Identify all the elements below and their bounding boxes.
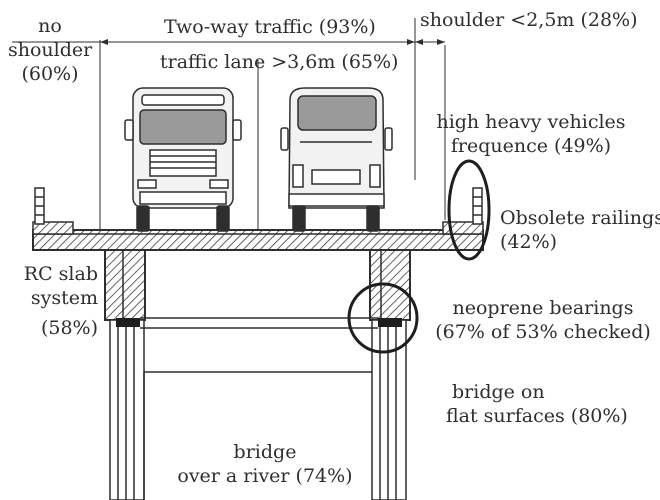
bearing-highlight-circle bbox=[347, 282, 419, 354]
label-rc-slab-line1: RC slab bbox=[23, 263, 98, 285]
label-traffic-lane: traffic lane >3,6m (65%) bbox=[160, 51, 399, 73]
label-heavy-vehicles-line2: frequence (49%) bbox=[450, 135, 612, 157]
label-no-shoulder-line2: shoulder bbox=[8, 39, 93, 61]
label-obsolete-railings: Obsolete railings (42%) bbox=[500, 206, 660, 254]
column-left bbox=[109, 319, 145, 500]
pier-inner-lines bbox=[122, 250, 382, 320]
dimension-ticks bbox=[100, 39, 445, 45]
bearing-right bbox=[378, 318, 402, 327]
label-heavy-vehicles-line1: high heavy vehicles bbox=[436, 111, 626, 133]
railing-left bbox=[34, 187, 45, 225]
label-obsolete-railings-line2: (42%) bbox=[500, 231, 558, 253]
curb-left bbox=[32, 221, 74, 235]
label-shoulder-width: shoulder <2,5m (28%) bbox=[420, 9, 638, 31]
railing-right bbox=[472, 187, 483, 225]
label-no-shoulder-line1: no bbox=[38, 15, 62, 37]
label-neoprene-bearings-line2: (67% of 53% checked) bbox=[435, 321, 651, 343]
label-obsolete-railings-line1: Obsolete railings bbox=[500, 207, 660, 229]
curb-right bbox=[442, 221, 484, 235]
pier-cap-left bbox=[104, 249, 146, 321]
label-river-line1: bridge bbox=[233, 441, 297, 463]
truck-front-icon bbox=[124, 87, 242, 232]
label-no-shoulder-line3: (60%) bbox=[21, 63, 79, 85]
label-neoprene-bearings-line1: neoprene bearings bbox=[452, 297, 634, 319]
label-no-shoulder: no shoulder (60%) bbox=[8, 14, 92, 86]
deck-slab bbox=[32, 229, 484, 251]
bearing-left bbox=[116, 318, 140, 327]
label-rc-slab-line3: (58%) bbox=[40, 317, 98, 339]
label-river-line2: over a river (74%) bbox=[177, 465, 353, 487]
railing-highlight-circle bbox=[447, 159, 491, 261]
label-rc-slab-line2: system bbox=[30, 287, 98, 309]
label-two-way-traffic: Two-way traffic (93%) bbox=[164, 16, 376, 38]
label-heavy-vehicles: high heavy vehicles frequence (49%) bbox=[426, 110, 636, 158]
cross-beam-upper bbox=[140, 317, 378, 329]
label-rc-slab: RC slab system (58%) bbox=[14, 262, 98, 340]
label-neoprene-bearings: neoprene bearings (67% of 53% checked) bbox=[428, 296, 658, 344]
dimension-lines bbox=[12, 18, 446, 235]
label-river: bridge over a river (74%) bbox=[165, 440, 365, 488]
label-flat-surfaces: bridge on flat surfaces (80%) bbox=[446, 380, 628, 428]
label-flat-surfaces-line2: flat surfaces (80%) bbox=[446, 405, 628, 427]
bus-rear-icon bbox=[280, 87, 393, 232]
label-flat-surfaces-line1: bridge on bbox=[452, 381, 545, 403]
